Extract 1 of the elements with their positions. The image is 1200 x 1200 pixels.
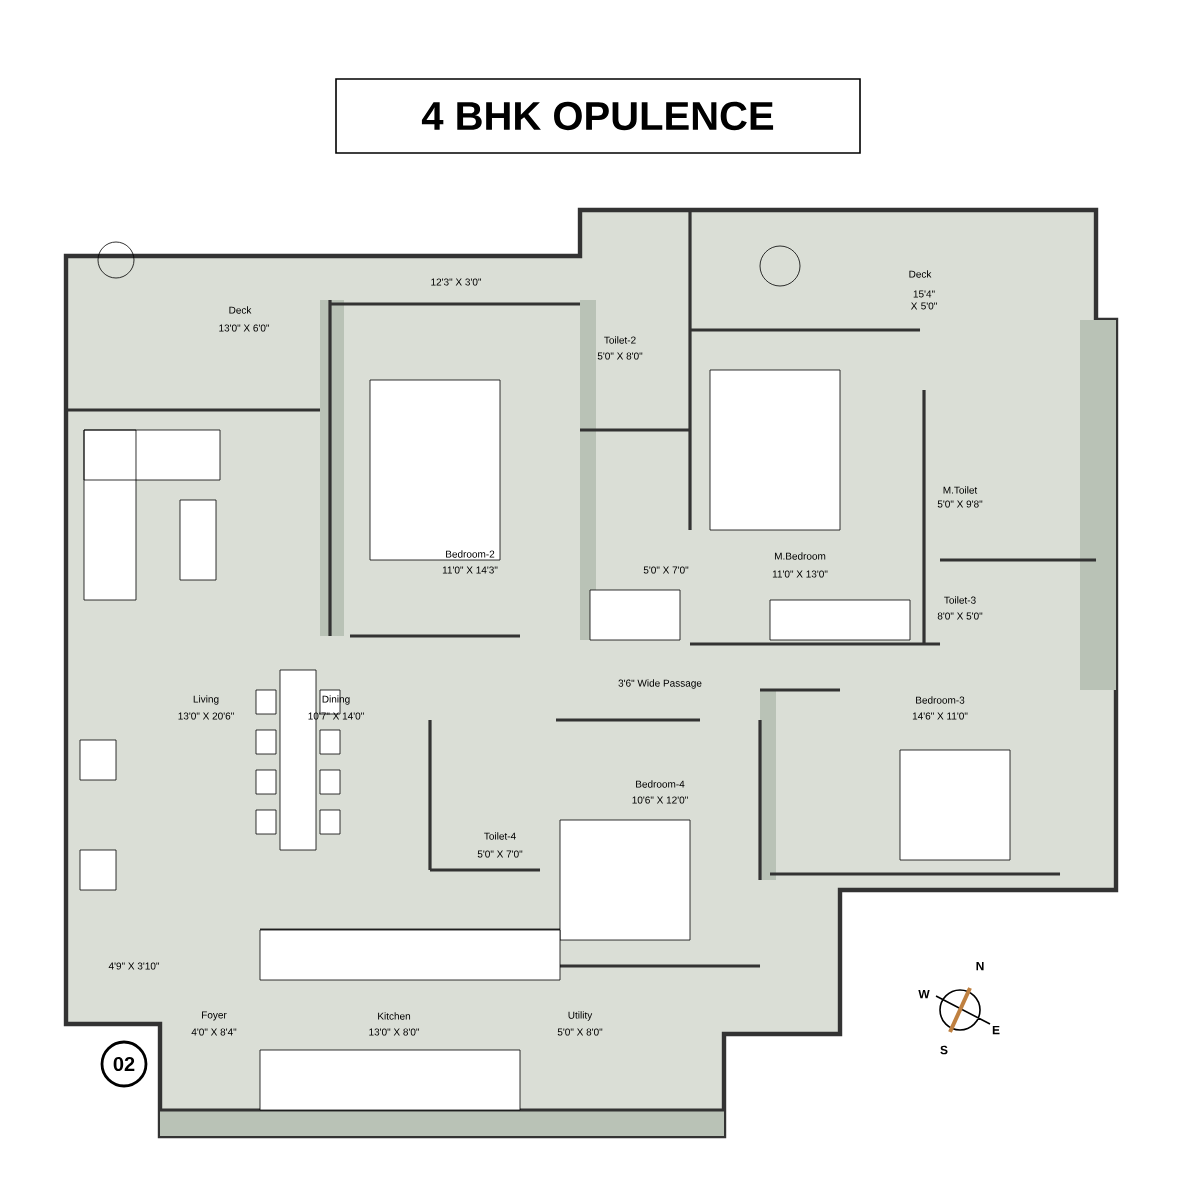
title-box: 4 BHK OPULENCE [335, 78, 861, 154]
